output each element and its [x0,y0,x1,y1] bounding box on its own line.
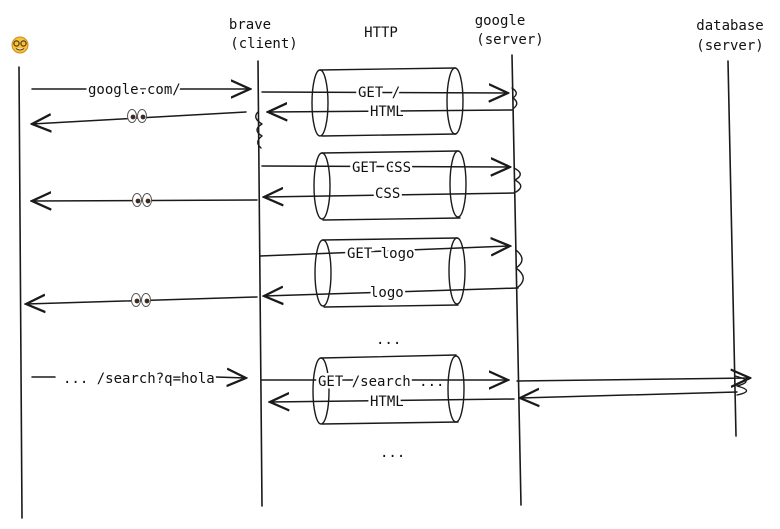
brave-lifeline [257,60,263,507]
arrow-get-logo [259,246,510,257]
arrow-user-to-brave-2 [215,377,246,378]
eyes-emoji-icon [127,109,147,123]
eyes-emoji-icon [132,193,152,207]
eyes-emoji-icon [131,293,151,307]
google-wiggle-1 [511,87,518,109]
http-tube-3 [314,237,466,308]
user-emoji-icon [11,36,29,54]
google-lane-title: google [475,13,526,29]
http-tube-1 [311,67,464,137]
http-lane-title: HTTP [364,25,398,41]
arrow-google-to-database [516,378,750,381]
label-get-root: GET / [358,85,400,101]
label-html-1: HTML [370,104,404,120]
database-lifeline [727,60,737,437]
label-logo: logo [370,285,404,301]
brave-lane-title: brave [229,17,271,33]
arrow-get-root [261,92,508,93]
google-wiggle-3 [515,249,524,289]
label-user-request-2: ... /search?q=hola [63,371,215,387]
brave-wiggle [255,111,263,149]
label-ellipsis-2: ... [380,445,405,461]
arrow-html-response-2 [270,399,515,402]
label-get-logo: GET logo [347,246,414,262]
arrow-css-response [264,193,515,197]
brave-lane-subtitle: (client) [230,36,297,52]
label-css: CSS [375,186,400,202]
arrow-html-response-1 [268,110,513,112]
http-tube-4 [312,354,465,425]
database-lane-subtitle: (server) [696,38,763,54]
http-tube-2 [313,150,467,221]
label-ellipsis-1: ... [376,332,401,348]
user-lifeline [18,66,23,519]
label-user-request-1: google.com/ [88,82,181,98]
arrow-database-to-google [520,392,738,398]
google-wiggle-2 [513,167,522,193]
arrow-logo-response [264,288,519,296]
label-get-search: GET /search ... [318,374,444,390]
google-lifeline [511,54,522,506]
label-get-css: GET CSS [352,160,411,176]
database-lane-title: database [696,18,763,34]
arrow-get-css [261,166,510,167]
label-html-2: HTML [370,394,404,410]
google-lane-subtitle: (server) [476,32,543,48]
